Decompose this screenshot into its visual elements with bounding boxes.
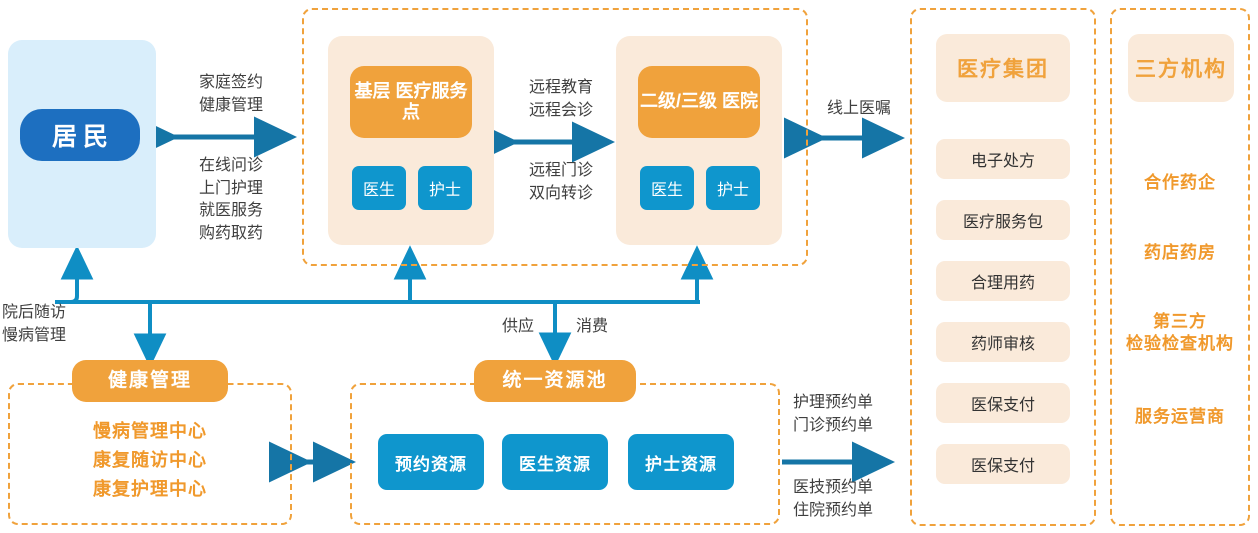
resident-pill[interactable]: 居民 <box>20 109 140 161</box>
wire-bus <box>55 245 714 368</box>
health-management-item-2[interactable]: 康复护理中心 <box>93 479 207 499</box>
health-management-header[interactable]: 健康管理 <box>72 360 228 402</box>
resource-pool-item-1[interactable]: 医生资源 <box>502 434 608 490</box>
third-party-item-3[interactable]: 服务运营商 <box>1135 407 1225 426</box>
hospital-role-nurse[interactable]: 护士 <box>706 166 760 210</box>
label-resident-provider-top: 家庭签约 健康管理 <box>198 74 263 114</box>
health-management-item-0[interactable]: 慢病管理中心 <box>93 421 207 441</box>
resource-pool-item-0[interactable]: 预约资源 <box>378 434 484 490</box>
hospital-title[interactable]: 二级/三级 医院 <box>638 66 760 138</box>
third-party-header: 三方机构 <box>1128 34 1234 102</box>
grassroots-role-nurse[interactable]: 护士 <box>418 166 472 210</box>
label-post-discharge: 院后随访 慢病管理 <box>2 304 67 344</box>
label-pool-group-top: 护理预约单 门诊预约单 <box>792 394 873 434</box>
label-provider-group: 线上医嘱 <box>826 100 891 117</box>
medical-group-item-0[interactable]: 电子处方 <box>936 139 1070 179</box>
label-grassroots-hospital-top: 远程教育 远程会诊 <box>528 79 593 119</box>
third-party-container <box>1110 8 1250 526</box>
label-pool-group-bottom: 医技预约单 住院预约单 <box>792 479 873 519</box>
third-party-item-1[interactable]: 药店药房 <box>1144 243 1216 262</box>
medical-group-item-1[interactable]: 医疗服务包 <box>936 200 1070 240</box>
medical-group-container <box>910 8 1096 526</box>
grassroots-role-doctor[interactable]: 医生 <box>352 166 406 210</box>
health-management-item-1[interactable]: 康复随访中心 <box>93 450 207 470</box>
provider-zone-container <box>302 8 808 266</box>
resource-pool-item-2[interactable]: 护士资源 <box>628 434 734 490</box>
medical-group-item-2[interactable]: 合理用药 <box>936 261 1070 301</box>
third-party-item-2[interactable]: 第三方 检验检查机构 <box>1126 312 1234 353</box>
hospital-role-doctor[interactable]: 医生 <box>640 166 694 210</box>
label-supply: 供应 <box>501 318 534 335</box>
label-consume: 消费 <box>575 318 608 335</box>
label-grassroots-hospital-bottom: 远程门诊 双向转诊 <box>528 162 593 202</box>
medical-group-header: 医疗集团 <box>936 34 1070 102</box>
label-resident-provider-bottom: 在线问诊 上门护理 就医服务 购药取药 <box>198 157 263 243</box>
medical-group-item-5[interactable]: 医保支付 <box>936 444 1070 484</box>
medical-group-item-4[interactable]: 医保支付 <box>936 383 1070 423</box>
resource-pool-header[interactable]: 统一资源池 <box>474 360 636 402</box>
grassroots-title[interactable]: 基层 医疗服务点 <box>350 66 472 138</box>
third-party-item-0[interactable]: 合作药企 <box>1144 173 1216 192</box>
medical-group-item-3[interactable]: 药师审核 <box>936 322 1070 362</box>
